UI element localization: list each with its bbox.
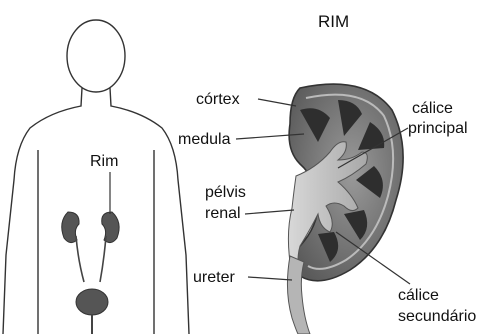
- human-body-outline: [3, 20, 189, 334]
- kidney-cross-section: [287, 84, 403, 334]
- label-minor-calyx-line1: cálice: [398, 286, 439, 305]
- leader-pelvis: [245, 210, 294, 214]
- label-pelvis-line1: pélvis: [205, 183, 246, 202]
- label-minor-calyx-line2: secundário: [398, 307, 476, 326]
- label-major-calyx-line2: principal: [408, 119, 468, 138]
- label-ureter: ureter: [193, 268, 235, 287]
- label-major-calyx-line1: cálice: [412, 99, 453, 118]
- leader-ureter: [248, 277, 292, 280]
- body-kidneys: [62, 212, 119, 334]
- leader-cortex: [258, 99, 296, 106]
- label-body-kidney: Rim: [90, 152, 118, 171]
- label-pelvis-line2: renal: [205, 204, 241, 223]
- diagram-title: RIM: [318, 12, 349, 31]
- label-cortex: córtex: [196, 90, 240, 109]
- label-medulla: medula: [178, 130, 230, 149]
